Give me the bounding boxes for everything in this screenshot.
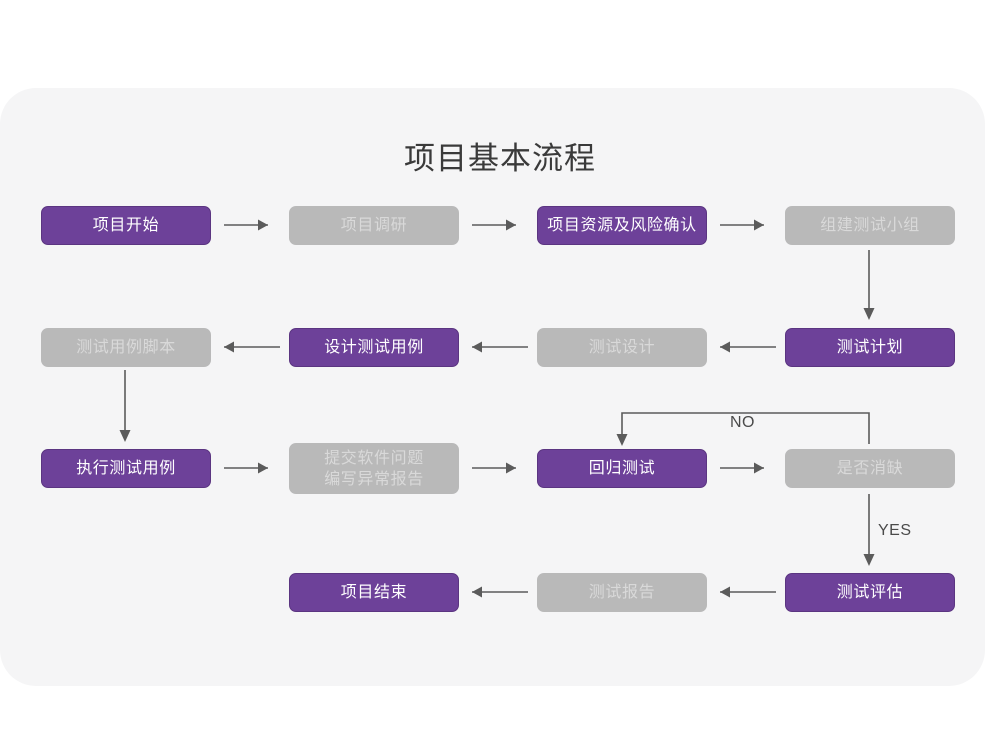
node-test-report[interactable]: 测试报告 [537,573,707,612]
node-resource-risk-confirm[interactable]: 项目资源及风险确认 [537,206,707,245]
node-design-test-cases[interactable]: 设计测试用例 [289,328,459,367]
node-test-design[interactable]: 测试设计 [537,328,707,367]
page-title: 项目基本流程 [404,141,596,176]
edge-label-no: NO [730,414,755,431]
edge-label-yes: YES [878,522,912,539]
node-form-test-team[interactable]: 组建测试小组 [785,206,955,245]
node-execute-test-cases[interactable]: 执行测试用例 [41,449,211,488]
node-project-start[interactable]: 项目开始 [41,206,211,245]
node-defect-resolved-decision[interactable]: 是否消缺 [785,449,955,488]
node-test-case-script[interactable]: 测试用例脚本 [41,328,211,367]
node-project-research[interactable]: 项目调研 [289,206,459,245]
node-test-evaluation[interactable]: 测试评估 [785,573,955,612]
node-submit-defect-report[interactable]: 提交软件问题 编写异常报告 [289,443,459,494]
node-regression-test[interactable]: 回归测试 [537,449,707,488]
node-project-end[interactable]: 项目结束 [289,573,459,612]
node-test-plan[interactable]: 测试计划 [785,328,955,367]
